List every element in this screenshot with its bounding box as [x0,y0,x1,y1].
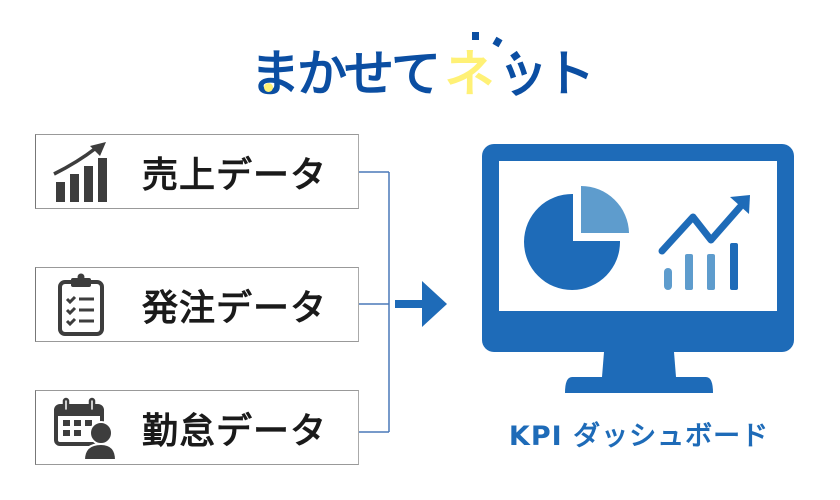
destination-label: KPI ダッシュボード [508,421,770,452]
source-label: 勤怠データ [142,410,328,452]
growth-chart-icon [53,141,107,202]
calendar-person-icon [54,397,116,460]
logo-highlight-char: ネ [438,44,498,104]
source-order-data: 発注データ [35,267,359,342]
logo-dot [264,83,273,92]
source-label: 発注データ [142,287,328,329]
right-arrow-icon [395,281,447,327]
logo-text: まかせてネット [250,44,595,104]
logo: まかせてネット [250,32,595,110]
logo-ray [472,32,479,40]
source-attendance-data: 勤怠データ [35,390,359,465]
source-label: 売上データ [142,154,328,196]
clipboard-checklist-icon [58,273,104,336]
source-sales-data: 売上データ [35,134,359,209]
